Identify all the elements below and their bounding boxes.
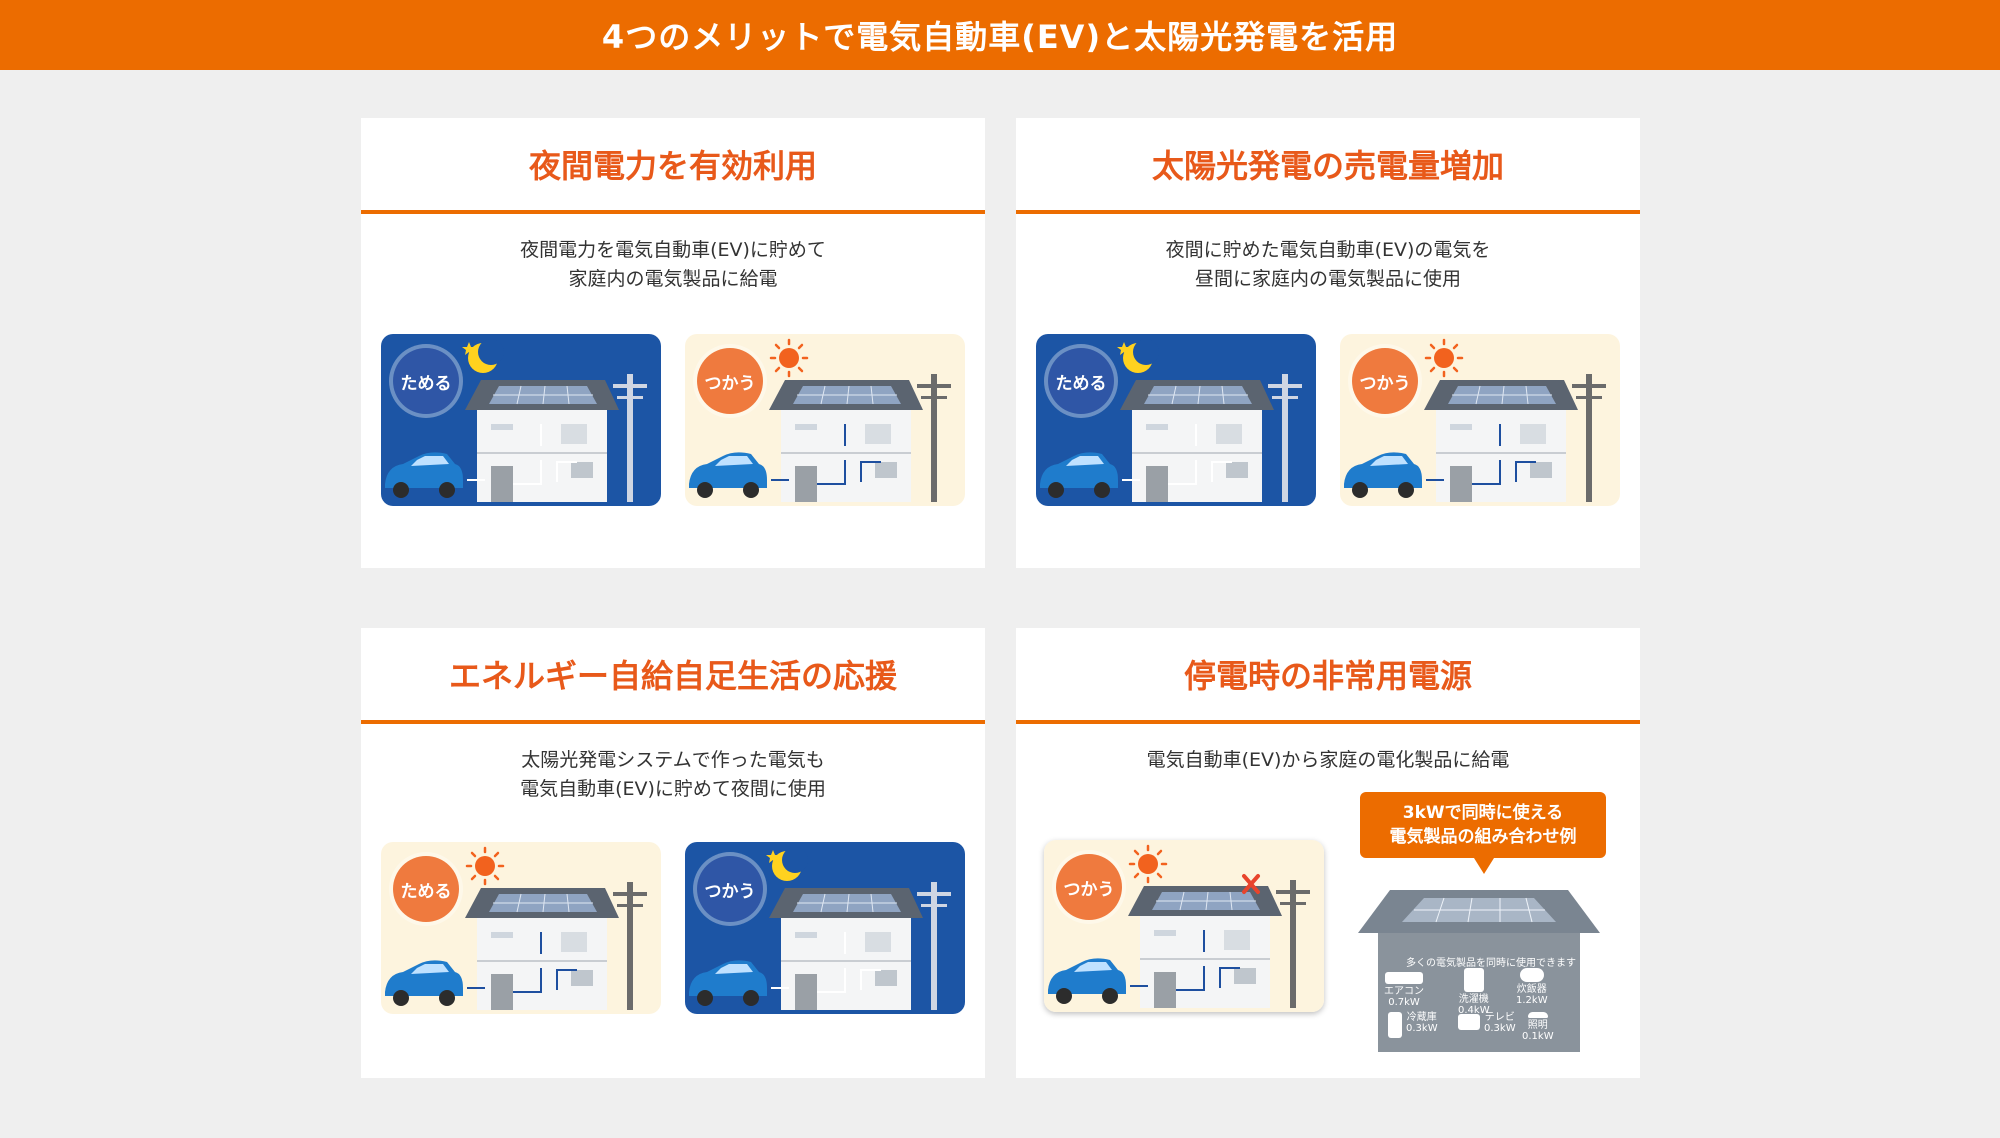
card-description: 電気自動車(EV)から家庭の電化製品に給電 (1146, 749, 1510, 771)
page-header: 4つのメリットで電気自動車(EV)と太陽光発電を活用 (0, 0, 2000, 70)
card-description: 太陽光発電システムで作った電気も 電気自動車(EV)に貯めて夜間に使用 (520, 749, 826, 800)
tv-icon (1458, 1014, 1480, 1030)
scene-use-outage: つかう (1044, 840, 1324, 1012)
card-divider (1016, 720, 1640, 724)
v2h-charger-icon (1154, 972, 1176, 1008)
fridge-icon (1388, 1012, 1402, 1038)
scene-use-night: つかう (685, 842, 965, 1014)
v2h-charger-icon (491, 974, 513, 1010)
merit-card-emergency-power: 停電時の非常用電源 電気自動車(EV)から家庭の電化製品に給電 (1016, 628, 1640, 1078)
v2h-charger-icon (491, 466, 513, 502)
power-flow-arrows (1172, 930, 1240, 991)
ev-car-icon (1048, 958, 1126, 1004)
outage-x-icon (1242, 874, 1260, 894)
appliance-house: 多くの電気製品を同時に使用できます エアコン 0.7kW 洗濯機 0.4kW 炊… (1354, 888, 1604, 1052)
power-flow-arrows (509, 424, 577, 485)
scene-store-day: ためる (381, 842, 661, 1014)
appliance-aircon: エアコン 0.7kW (1384, 972, 1424, 1008)
card-title: 停電時の非常用電源 (1183, 657, 1472, 695)
use-badge: つかう (697, 348, 763, 414)
use-badge: つかう (1352, 348, 1418, 414)
store-badge: ためる (393, 348, 459, 414)
store-badge: ためる (393, 856, 459, 922)
page-title: 4つのメリットで電気自動車(EV)と太陽光発電を活用 (601, 18, 1399, 56)
appliance-caption: 多くの電気製品を同時に使用できます (1406, 958, 1576, 969)
merit-card-self-sufficiency: エネルギー自給自足生活の応援 太陽光発電システムで作った電気も 電気自動車(EV… (361, 628, 985, 1078)
power-flow-arrows (813, 932, 881, 993)
combination-callout: 3kWで同時に使える 電気製品の組み合わせ例 (1360, 792, 1606, 874)
sun-icon (465, 846, 505, 886)
card-divider (1016, 210, 1640, 214)
merit-card-sell-solar: 太陽光発電の売電量増加 夜間に貯めた電気自動車(EV)の電気を 昼間に家庭内の電… (1016, 118, 1640, 568)
ev-car-icon (689, 960, 767, 1006)
utility-pole-icon (1268, 374, 1302, 502)
utility-pole-icon (613, 882, 647, 1010)
scene-use-day: つかう (685, 334, 965, 506)
use-badge: つかう (1056, 854, 1122, 920)
utility-pole-icon (613, 374, 647, 502)
card-divider (361, 720, 985, 724)
merit-card-night-power: 夜間電力を有効利用 夜間電力を電気自動車(EV)に貯めて 家庭内の電気製品に給電 (361, 118, 985, 568)
rice-cooker-icon (1519, 968, 1544, 982)
sun-icon (1128, 844, 1168, 884)
v2h-charger-icon (795, 466, 817, 502)
power-flow-arrows (1468, 424, 1536, 485)
utility-pole-icon (917, 374, 951, 502)
appliance-house-shape (1358, 890, 1600, 1052)
card-description: 夜間電力を電気自動車(EV)に貯めて 家庭内の電気製品に給電 (520, 239, 826, 290)
ev-car-icon (385, 452, 463, 498)
scene-store-night: ためる (1036, 334, 1316, 506)
moon-star-icon (462, 339, 504, 373)
utility-pole-icon (1276, 880, 1310, 1008)
utility-pole-icon (1572, 374, 1606, 502)
ev-car-icon (1040, 452, 1118, 498)
v2h-charger-icon (1450, 466, 1472, 502)
scene-store-night: ためる (381, 334, 661, 506)
sun-icon (1424, 338, 1464, 378)
card-description: 夜間に貯めた電気自動車(EV)の電気を 昼間に家庭内の電気製品に使用 (1165, 239, 1491, 290)
utility-pole-icon (917, 882, 951, 1010)
appliance-rice-cooker: 炊飯器 1.2kW (1516, 968, 1548, 1006)
sun-icon (769, 338, 809, 378)
card-divider (361, 210, 985, 214)
power-flow-arrows (1164, 424, 1232, 485)
power-flow-arrows (509, 932, 577, 993)
card-title: 太陽光発電の売電量増加 (1151, 147, 1504, 185)
store-badge: ためる (1048, 348, 1114, 414)
card-title: 夜間電力を有効利用 (528, 147, 817, 185)
use-badge: つかう (697, 856, 763, 922)
washer-icon (1463, 968, 1484, 992)
ceiling-light-icon (1527, 1012, 1548, 1018)
ev-car-icon (385, 960, 463, 1006)
moon-star-icon (766, 847, 808, 881)
power-flow-arrows (813, 424, 881, 485)
ev-car-icon (1344, 452, 1422, 498)
card-title: エネルギー自給自足生活の応援 (448, 657, 897, 695)
appliance-light: 照明 0.1kW (1522, 1012, 1554, 1042)
ev-car-icon (689, 452, 767, 498)
aircon-icon (1385, 972, 1423, 984)
v2h-charger-icon (795, 974, 817, 1010)
v2h-charger-icon (1146, 466, 1168, 502)
moon-star-icon (1117, 339, 1159, 373)
appliance-washer: 洗濯機 0.4kW (1458, 968, 1490, 1016)
scene-use-day: つかう (1340, 334, 1620, 506)
